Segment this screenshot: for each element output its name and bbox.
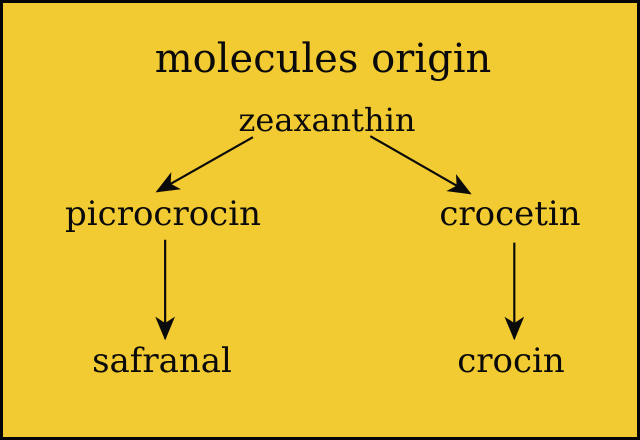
arrow-zeaxanthin-crocetin xyxy=(369,135,472,195)
node-crocin: crocin xyxy=(457,341,565,381)
arrow-zeaxanthin-picrocrocin xyxy=(155,136,254,193)
node-picrocrocin: picrocrocin xyxy=(65,194,261,234)
node-crocetin: crocetin xyxy=(439,194,581,234)
diagram-title: molecules origin xyxy=(154,36,492,82)
node-safranal: safranal xyxy=(92,341,232,381)
node-zeaxanthin: zeaxanthin xyxy=(238,101,416,139)
